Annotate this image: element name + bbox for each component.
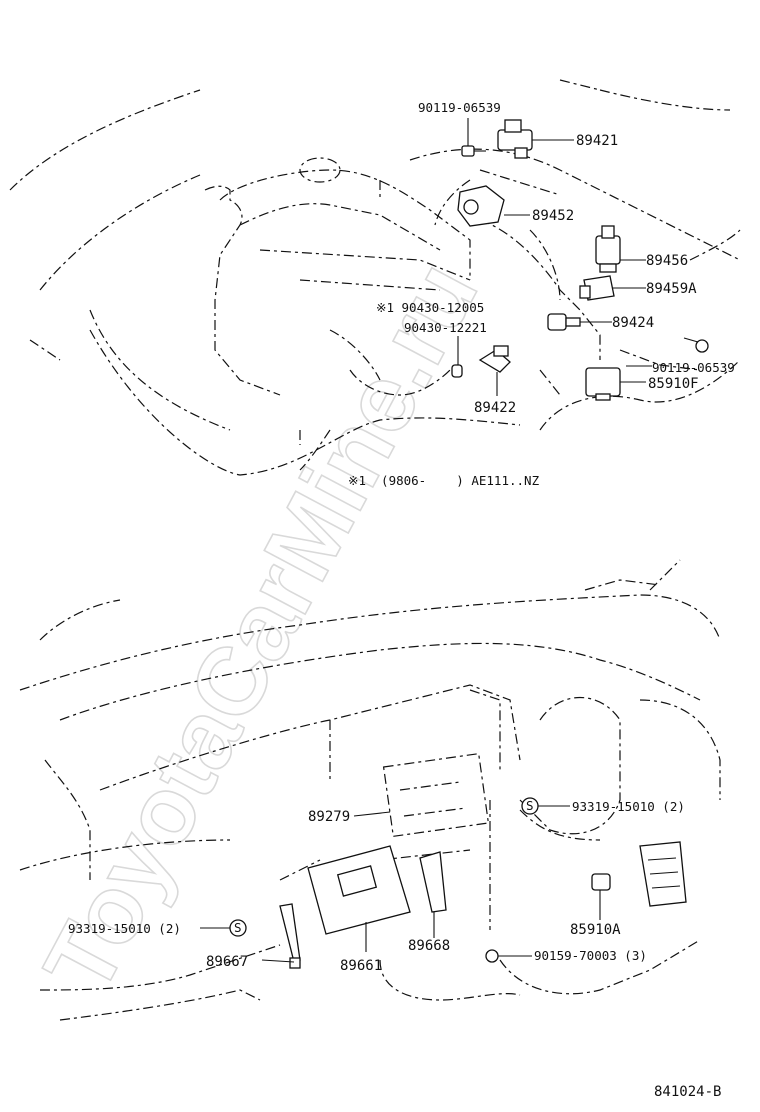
part-label-89421: 89421 <box>576 133 618 149</box>
part-label-90430-12005: ※1 90430-12005 <box>376 300 484 315</box>
part-label-89422: 89422 <box>474 400 516 416</box>
part-label-85910A: 85910A <box>570 922 621 938</box>
oxygen-sensor-icon <box>595 225 621 273</box>
bolt-icon <box>461 145 486 157</box>
water-temperature-sensor-icon <box>478 345 511 373</box>
ecu-box-icon <box>307 845 411 935</box>
engine-leader-lines <box>457 118 652 396</box>
part-label-90430-12221: 90430-12221 <box>404 320 487 335</box>
part-label-89459A: 89459A <box>646 281 697 297</box>
engine-bay-outline <box>9 79 741 476</box>
s-marker-label: S <box>234 920 242 935</box>
connector-icon <box>579 275 615 301</box>
part-label-93319-left: 93319-15010 (2) <box>68 921 181 936</box>
dashboard-outline <box>19 559 721 1021</box>
part-label-89661: 89661 <box>340 958 382 974</box>
s-marker-right: S <box>521 797 539 815</box>
part-label-85910F: 85910F <box>648 376 699 392</box>
footnote: ※1 (9806- ) AE111..NZ <box>348 473 540 488</box>
part-label-89456: 89456 <box>646 253 688 269</box>
part-label-89452: 89452 <box>532 208 574 224</box>
diagram-code: 841024-B <box>654 1084 721 1100</box>
part-label-93319-right: 93319-15010 (2) <box>572 799 685 814</box>
temperature-sensor-icon <box>547 313 581 331</box>
dashboard-parts: S S <box>229 797 687 969</box>
junction-block-icon <box>639 841 687 907</box>
bolt-icon <box>683 337 709 353</box>
gasket-icon <box>451 364 463 378</box>
s-marker-label: S <box>526 798 534 813</box>
part-label-90119-top: 90119-06539 <box>418 100 501 115</box>
dash-leader-lines <box>200 805 601 963</box>
part-label-89668: 89668 <box>408 938 450 954</box>
part-label-90159: 90159-70003 (3) <box>534 948 647 963</box>
part-label-89424: 89424 <box>612 315 654 331</box>
bracket-left-icon <box>279 903 301 969</box>
s-marker-left: S <box>229 919 247 937</box>
part-label-89279: 89279 <box>308 809 350 825</box>
screw-icon <box>485 949 499 963</box>
part-label-89667: 89667 <box>206 954 248 970</box>
watermark: ToyotaCarMine.ru <box>24 245 498 1010</box>
relay-icon <box>585 367 621 401</box>
vacuum-sensor-icon <box>497 119 533 159</box>
relay-small-icon <box>591 873 611 891</box>
part-label-90119-right: 90119-06539 <box>652 360 735 375</box>
bracket-right-icon <box>419 851 447 913</box>
engine-parts <box>451 119 709 401</box>
throttle-position-sensor-icon <box>457 185 505 227</box>
